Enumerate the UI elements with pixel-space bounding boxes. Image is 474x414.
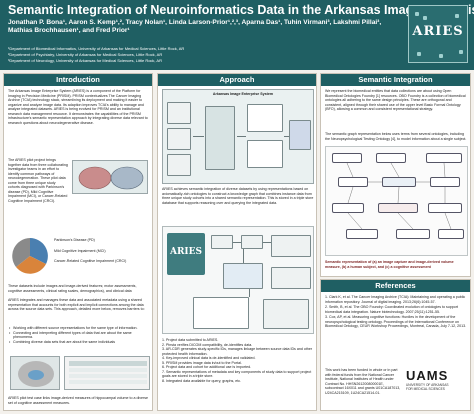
- cohort-box-3: [167, 154, 191, 176]
- workflow-step-6: 6. Project data and cohort for additiona…: [162, 365, 252, 369]
- reference-list: 1. Clark K, et al. The Cancer Imaging Ar…: [325, 295, 468, 329]
- workflow-diagram: ARIES: [162, 226, 314, 334]
- workflow-step-3: 3. AR-CDR generates study-specific IDs, …: [162, 347, 313, 356]
- pie-label-crci: Cancer-Related Cognitive Impairment (CRC…: [54, 259, 127, 263]
- graph-node: [346, 229, 378, 239]
- screenshot-box-2: [247, 140, 283, 168]
- intro-bullets: Working with different source representa…: [8, 326, 150, 344]
- intro-bullet-3: Combining diverse data sets that are abo…: [8, 340, 150, 345]
- workflow-step-box-3: [271, 235, 311, 257]
- aries-badge-text: ARIES: [169, 247, 203, 257]
- hippocampus-image: [10, 356, 60, 390]
- approach-panel: Approach Arkansas Image Enterprise Syste…: [157, 73, 317, 411]
- references-panel: References 1. Clark K, et al. The Cancer…: [320, 279, 471, 411]
- graph-node: [378, 203, 418, 213]
- cohort-box-1: [167, 102, 191, 124]
- graph-node: [376, 153, 406, 163]
- workflow-step-4: 4. Key-improved clinical data is de-iden…: [162, 356, 256, 360]
- graph-node: [332, 153, 362, 163]
- screenshot-box-1: [247, 104, 283, 132]
- introduction-panel: Introduction The Arkansas Image Enterpri…: [3, 73, 153, 411]
- graph-node: [338, 177, 368, 187]
- affiliation-3: ³Department of Neurology, University of …: [8, 58, 162, 63]
- approach-heading: Approach: [158, 74, 316, 86]
- affiliation-1: ¹Department of Biomedical Informatics, U…: [8, 46, 185, 51]
- semantic-caption: Semantic representation of (a) an image …: [325, 260, 454, 269]
- brain-cohorts-figure: [72, 160, 148, 194]
- graph-node: [438, 229, 464, 239]
- pie-label-mci: Mild Cognitive Impairment (MCI): [54, 248, 106, 253]
- introduction-heading: Introduction: [4, 74, 152, 86]
- semantic-graph-diagram: [325, 146, 468, 256]
- intro-para-4: ARIES integrates and manages these data …: [8, 298, 145, 311]
- workflow-step-box-1: [211, 235, 233, 249]
- graph-node: [428, 203, 462, 213]
- workflow-step-box-2: [241, 235, 263, 249]
- pie-label-pd: Parkinson's Disease (PD): [54, 238, 95, 242]
- intro-para-2: The ARIES pilot project brings together …: [8, 158, 68, 203]
- graph-node: [332, 203, 364, 213]
- diagram-title: Arkansas Image Enterprise System: [212, 92, 274, 96]
- affiliation-2: ²Department of Psychiatry, University of…: [8, 52, 163, 57]
- intro-para-3: These datasets include images and image-…: [8, 284, 137, 293]
- uams-sub-line-1: UNIVERSITY OF ARKANSAS: [406, 383, 449, 387]
- reference-3: 3. Cox, AP, et al. Measuring cognitive f…: [325, 315, 467, 328]
- cohort-pie-chart: [10, 236, 50, 276]
- graph-node: [430, 177, 460, 187]
- uams-sub-line-2: FOR MEDICAL SCIENCES: [406, 387, 445, 391]
- logo-text: ARIES: [412, 24, 464, 39]
- intro-bullet-1: Working with different source representa…: [8, 326, 150, 331]
- workflow-steps: 1. Project data submitted to ARIES. 2. P…: [162, 338, 314, 383]
- graph-node: [396, 229, 430, 239]
- approach-para-1: ARIES achieves semantic integration of d…: [162, 187, 314, 205]
- aries-logo: ARIES: [408, 5, 468, 63]
- authors-line-2: Mathias Brochhausen¹, and Fred Prior¹: [8, 27, 130, 34]
- graph-node: [382, 177, 416, 187]
- reference-1: 1. Clark K, et al. The Cancer Imaging Ar…: [325, 295, 466, 304]
- intro-para-1: The Arkansas Image Enterprise System (AR…: [8, 89, 148, 125]
- uams-logo-subtext: UNIVERSITY OF ARKANSAS FOR MEDICAL SCIEN…: [406, 383, 466, 391]
- pie-legend: Parkinson's Disease (PD) Mild Cognitive …: [54, 238, 150, 264]
- workflow-step-8: 8. Integrated data available for query, …: [162, 378, 242, 383]
- workflow-step-box-4: [223, 263, 263, 289]
- author-list: Jonathan P. Bona¹, Aaron S. Kemp¹,², Tra…: [8, 19, 408, 35]
- semantic-para-1: We represent the biomedical entities tha…: [325, 89, 466, 111]
- workflow-step-box-6: [193, 297, 249, 329]
- poster-title: Semantic Integration of Neuroinformatics…: [8, 3, 474, 17]
- workflow-step-box-5: [271, 267, 311, 289]
- workflow-step-1: 1. Project data submitted to ARIES.: [162, 338, 219, 342]
- funding-statement: This work has been funded in whole or in…: [325, 368, 401, 395]
- triple-store-box: [289, 120, 311, 150]
- architecture-diagram: Arkansas Image Enterprise System: [162, 89, 314, 184]
- uams-logo-text: UAMS: [406, 368, 449, 383]
- workflow-step-5: 5. PRISM provides image data in/out to t…: [162, 360, 242, 365]
- semantic-heading: Semantic Integration: [321, 74, 470, 86]
- cohort-box-2: [167, 128, 191, 150]
- pipeline-box: [205, 106, 235, 170]
- aries-badge: ARIES: [167, 233, 205, 275]
- intro-bullet-2: Connecting and interpreting different ty…: [8, 331, 150, 340]
- uams-logo: UAMS UNIVERSITY OF ARKANSAS FOR MEDICAL …: [406, 368, 466, 394]
- reference-2: 2. Smith, B, et al. The OBO Foundry: Coo…: [325, 305, 458, 314]
- semantic-integration-panel: Semantic Integration We represent the bi…: [320, 73, 471, 277]
- semantic-para-2: The semantic graph representation below …: [325, 132, 467, 141]
- assessment-table-figure: [64, 356, 150, 390]
- references-heading: References: [321, 280, 470, 292]
- workflow-step-box-7: [263, 299, 309, 329]
- workflow-step-7: 7. Semantic representations of metadata …: [162, 369, 312, 379]
- workflow-step-2: 2. Pinsta verifies DICOM compatibility, …: [162, 342, 253, 347]
- poster-header: Semantic Integration of Neuroinformatics…: [0, 0, 474, 70]
- authors-line-1: Jonathan P. Bona¹, Aaron S. Kemp¹,², Tra…: [8, 19, 382, 26]
- graph-node: [426, 153, 462, 163]
- intro-caption: ARIES pilot test case links image-derive…: [8, 396, 149, 405]
